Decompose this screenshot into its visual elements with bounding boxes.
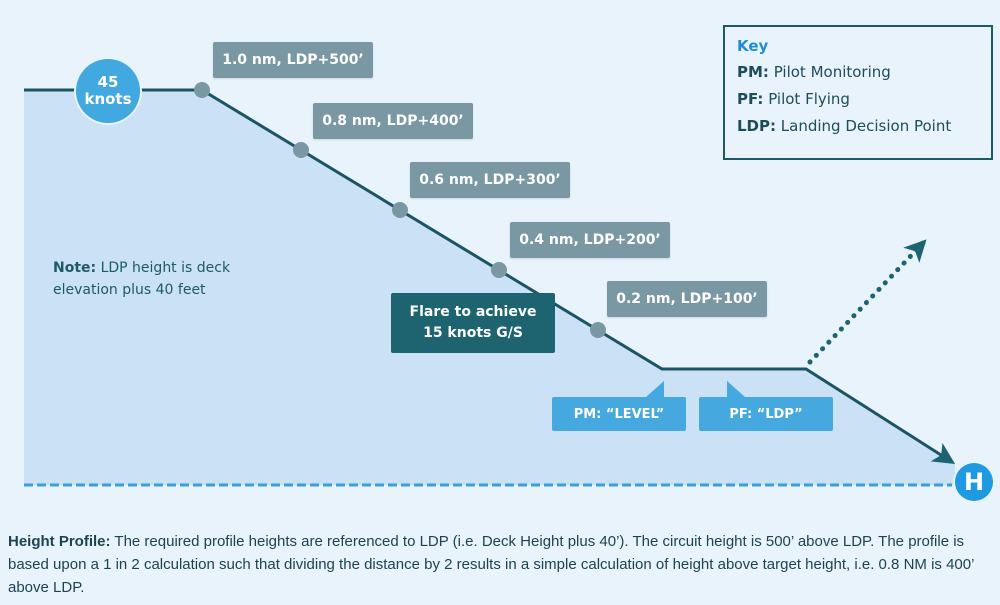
speed-value: 45	[97, 73, 119, 91]
key-item-ldp: LDP: Landing Decision Point	[737, 117, 991, 135]
key-item-pm: PM: Pilot Monitoring	[737, 63, 991, 81]
pm-level-callout: PM: “LEVEL”	[552, 381, 686, 431]
caption-label: Height Profile:	[8, 533, 111, 550]
speed-bubble: 45 knots	[76, 59, 140, 123]
key-abbr: LDP:	[737, 117, 777, 135]
key-item-pf: PF: Pilot Flying	[737, 90, 991, 108]
key-abbr: PF:	[737, 90, 764, 108]
waypoint-marker	[491, 262, 507, 278]
helipad-icon: H	[955, 463, 993, 501]
key-legend: Key PM: Pilot Monitoring PF: Pilot Flyin…	[723, 25, 993, 160]
distance-label-0-8nm: 0.8 nm, LDP+400’	[313, 103, 473, 139]
profile-area	[24, 90, 955, 485]
distance-label-1-0nm: 1.0 nm, LDP+500’	[213, 42, 373, 78]
waypoint-marker	[194, 82, 210, 98]
waypoint-marker	[293, 142, 309, 158]
key-meaning: Pilot Flying	[768, 90, 850, 108]
distance-label-0-2nm: 0.2 nm, LDP+100’	[607, 281, 767, 317]
key-title: Key	[737, 37, 769, 55]
distance-label-0-6nm: 0.6 nm, LDP+300’	[410, 162, 570, 198]
waypoint-marker	[392, 202, 408, 218]
note-line1: LDP height is deck	[100, 260, 231, 276]
waypoint-marker	[590, 322, 606, 338]
note-line2: elevation plus 40 feet	[53, 282, 206, 298]
approach-path-line	[24, 88, 956, 464]
go-around-dotted-arrow	[807, 239, 927, 365]
flare-instruction-box: Flare to achieve 15 knots G/S	[391, 293, 555, 353]
height-profile-caption: Height Profile: The required profile hei…	[8, 530, 993, 599]
speed-unit: knots	[84, 90, 132, 108]
flare-line2: 15 knots G/S	[423, 325, 523, 341]
pf-ldp-callout: PF: “LDP”	[699, 381, 833, 431]
approach-profile-diagram	[24, 82, 956, 487]
caption-text: The required profile heights are referen…	[8, 533, 974, 596]
note-label: Note:	[53, 260, 97, 276]
flare-line1: Flare to achieve	[409, 304, 537, 320]
key-abbr: PM:	[737, 63, 769, 81]
key-meaning: Landing Decision Point	[780, 117, 952, 135]
ldp-note: Note: LDP height is deck elevation plus …	[53, 257, 230, 301]
distance-label-0-4nm: 0.4 nm, LDP+200’	[510, 222, 670, 258]
key-meaning: Pilot Monitoring	[773, 63, 891, 81]
